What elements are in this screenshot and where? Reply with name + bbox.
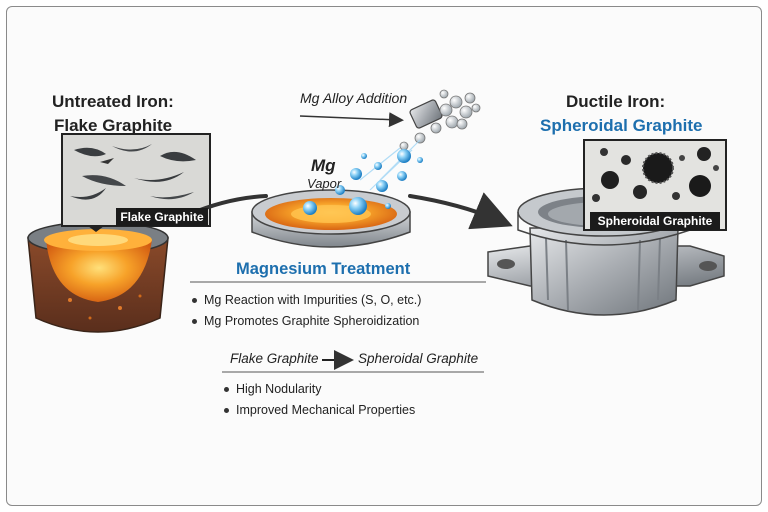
left-title-line1: Untreated Iron: xyxy=(52,92,174,111)
mechanism-item: Mg Reaction with Impurities (S, O, etc.) xyxy=(190,290,421,311)
mg-label: Mg xyxy=(311,156,336,175)
transform-to-label: Spheroidal Graphite xyxy=(358,351,479,366)
mechanism-item: Mg Promotes Graphite Spheroidization xyxy=(190,311,421,332)
mg-pellet-stream xyxy=(359,89,481,191)
alloy-arrow xyxy=(299,112,404,128)
mg-vapor-bubbles xyxy=(303,149,423,215)
left-title-line2: Flake Graphite xyxy=(54,116,173,135)
vapor-label: Vapor xyxy=(307,176,342,191)
callout-pointer xyxy=(88,226,104,232)
result-item: Improved Mechanical Properties xyxy=(222,400,415,421)
treatment-title: Magnesium Treatment xyxy=(236,260,411,278)
treatment-bowl xyxy=(251,189,411,248)
flow-arrow-right xyxy=(408,192,513,230)
right-title-line2: Spheroidal Graphite xyxy=(540,116,703,135)
transform-from-label: Flake Graphite xyxy=(230,351,319,366)
result-item: High Nodularity xyxy=(222,379,415,400)
ladle-illustration xyxy=(27,221,169,333)
alloy-addition-label: Mg Alloy Addition xyxy=(300,90,408,106)
results-list: High Nodularity Improved Mechanical Prop… xyxy=(222,379,415,421)
flake-micrograph-caption: Flake Graphite xyxy=(116,208,208,226)
right-title-line1: Ductile Iron: xyxy=(566,92,666,111)
spheroidal-micrograph-caption: Spheroidal Graphite xyxy=(590,212,720,230)
mechanism-list: Mg Reaction with Impurities (S, O, etc.)… xyxy=(190,290,421,332)
